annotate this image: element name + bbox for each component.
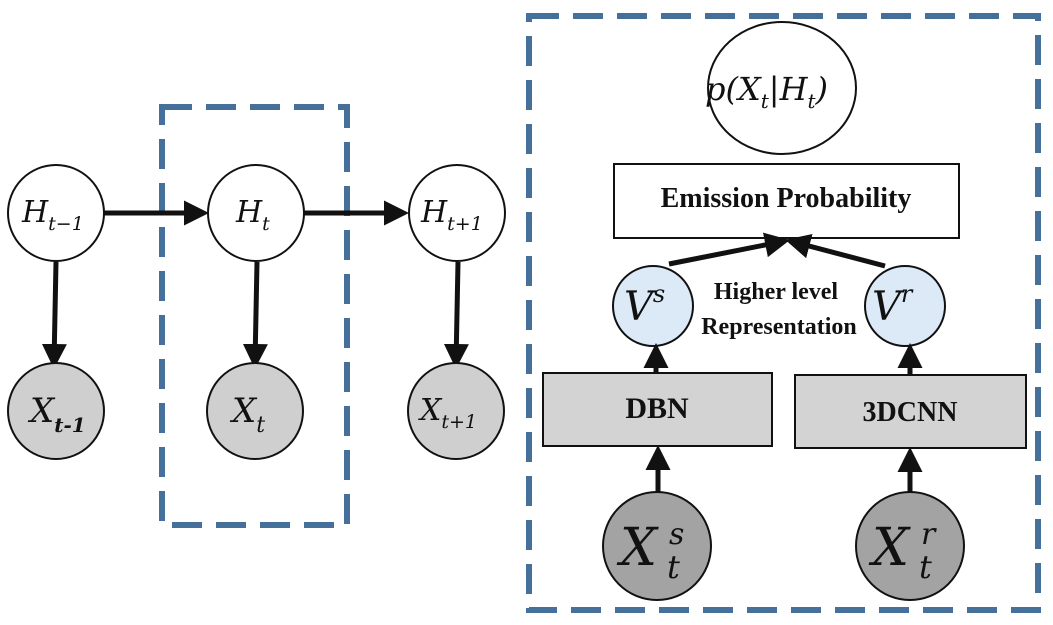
h3-base: H	[420, 195, 448, 230]
xr-sub: t	[919, 548, 932, 586]
svg-text:Vr: Vr	[872, 280, 914, 330]
x3-sub: t+1	[441, 411, 477, 433]
svg-text:Ht+1: Ht+1	[420, 195, 483, 235]
out-prefix: p(	[705, 70, 739, 108]
emission-probability-box: Emission Probability	[613, 163, 960, 239]
observed-node-t: Xt	[206, 362, 304, 460]
hidden-node-t-plus-1: Ht+1	[408, 164, 506, 262]
dbn-label: DBN	[625, 392, 689, 425]
emission-frame	[526, 13, 1041, 613]
edge-vr-emission	[785, 234, 886, 269]
svg-text:p(Xt|Ht): p(Xt|Ht)	[705, 70, 828, 113]
xr-sup: r	[921, 517, 937, 552]
vs-node: Vs	[612, 265, 694, 347]
xr-input-node: X r t	[855, 491, 965, 601]
observed-node-t-plus-1: Xt+1	[407, 362, 505, 460]
edge-h1-x1	[41, 261, 67, 369]
emission-probability-label: Emission Probability	[661, 183, 912, 214]
out-x: X	[735, 70, 762, 108]
dbn-box: DBN	[542, 372, 773, 447]
svg-text:Xt: Xt	[229, 391, 265, 438]
xs-sup: s	[669, 517, 684, 552]
svg-text:t: t	[919, 548, 932, 586]
h1-sub: t−1	[48, 213, 84, 235]
x2-sub: t	[256, 413, 265, 438]
vr-sup: r	[901, 280, 914, 308]
out-h-sub: t	[807, 89, 816, 113]
timestep-frame	[159, 104, 350, 528]
x2-base: X	[229, 391, 258, 431]
out-x-sub: t	[761, 89, 770, 113]
xr-base: X	[868, 518, 911, 578]
xs-sub: t	[667, 548, 680, 586]
svg-text:Xt+1: Xt+1	[418, 393, 477, 433]
h2-base: H	[235, 195, 263, 230]
vr-base: V	[872, 284, 905, 330]
observed-node-t-minus-1: Xt-1	[7, 362, 105, 460]
output-probability-node: p(Xt|Ht)	[705, 21, 857, 155]
hidden-node-t-minus-1: Ht−1	[7, 164, 105, 262]
vs-sup: s	[653, 280, 665, 308]
svg-text:X: X	[868, 518, 911, 578]
caption-line2: Representation	[701, 314, 857, 340]
x1-sub: t-1	[54, 413, 85, 437]
svg-text:Vs: Vs	[624, 280, 665, 330]
svg-text:Ht: Ht	[235, 195, 270, 235]
svg-text:Ht−1: Ht−1	[21, 195, 84, 235]
out-suffix: )	[815, 70, 828, 108]
x3-base: X	[418, 393, 443, 428]
svg-text:X: X	[616, 518, 659, 578]
h3-sub: t+1	[447, 213, 483, 235]
h1-base: H	[21, 195, 49, 230]
cnn-label: 3DCNN	[863, 397, 958, 428]
svg-text:t: t	[667, 548, 680, 586]
caption-line1: Higher level	[714, 279, 839, 305]
svg-text:s: s	[669, 517, 684, 552]
vs-base: V	[624, 284, 657, 330]
edge-h2-x2	[242, 261, 268, 369]
hidden-node-t: Ht	[207, 164, 305, 262]
out-h: H	[779, 70, 809, 108]
cnn-box: 3DCNN	[794, 374, 1027, 449]
h2-sub: t	[262, 213, 270, 235]
svg-text:r: r	[921, 517, 937, 552]
svg-text:Xt-1: Xt-1	[27, 391, 86, 437]
vr-node: Vr	[864, 265, 946, 347]
edge-h3-x3	[443, 261, 469, 369]
x1-base: X	[27, 391, 56, 431]
edge-vs-emission	[668, 232, 790, 267]
xs-base: X	[616, 518, 659, 578]
xs-input-node: X s t	[602, 491, 712, 601]
out-bar: |	[769, 70, 780, 108]
